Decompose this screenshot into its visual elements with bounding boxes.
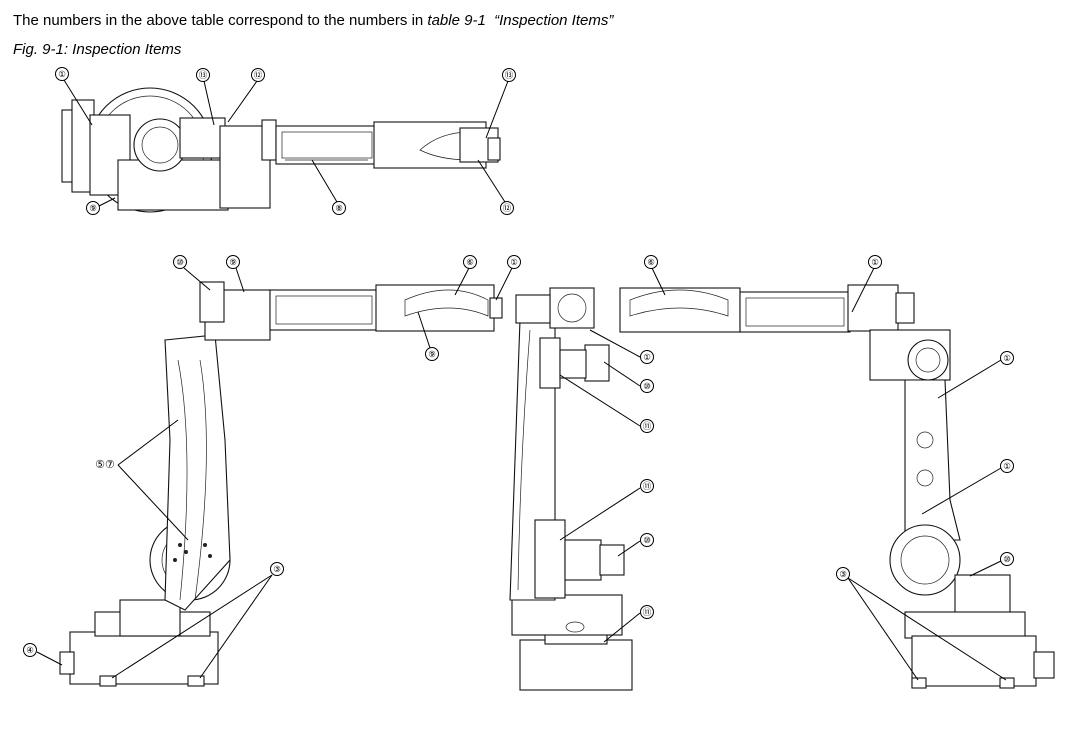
svg-text:⑨: ⑨ bbox=[428, 349, 436, 359]
callout-3-left: ③ bbox=[270, 562, 284, 576]
callout-1-front: ① bbox=[640, 350, 654, 364]
svg-text:④: ④ bbox=[26, 645, 34, 655]
svg-text:⑪: ⑪ bbox=[643, 421, 652, 431]
callout-12-top-right: ⑫ bbox=[500, 201, 514, 215]
svg-text:⑨: ⑨ bbox=[89, 203, 97, 213]
intro-sentence: The numbers in the above table correspon… bbox=[13, 12, 613, 29]
svg-text:⑤⑦: ⑤⑦ bbox=[95, 459, 115, 471]
svg-text:⑩: ⑩ bbox=[643, 535, 651, 545]
callout-3-right: ③ bbox=[836, 567, 850, 581]
table-reference: table 9-1 bbox=[427, 12, 486, 29]
callout-9-top: ⑨ bbox=[86, 201, 100, 215]
svg-text:⑬: ⑬ bbox=[505, 70, 514, 80]
leader-lines bbox=[36, 79, 1007, 681]
callout-1-right-middle: ① bbox=[1000, 351, 1014, 365]
callout-12-top-left: ⑫ bbox=[251, 68, 265, 82]
svg-text:①: ① bbox=[643, 352, 651, 362]
svg-text:①: ① bbox=[58, 69, 66, 79]
svg-text:⑩: ⑩ bbox=[176, 257, 184, 267]
svg-text:⑥: ⑥ bbox=[647, 257, 655, 267]
robot-side-view-left bbox=[59, 281, 503, 687]
callout-1-right-lower: ① bbox=[1000, 459, 1014, 473]
svg-text:⑩: ⑩ bbox=[643, 381, 651, 391]
callout-9-left-arm: ⑨ bbox=[425, 347, 439, 361]
callout-1-right-top: ① bbox=[868, 255, 882, 269]
svg-text:①: ① bbox=[1003, 353, 1011, 363]
callout-11-front-middle: ⑪ bbox=[640, 479, 654, 493]
svg-text:⑩: ⑩ bbox=[1003, 554, 1011, 564]
table-title: “Inspection Items” bbox=[494, 12, 614, 29]
robot-side-view-right bbox=[619, 284, 1055, 689]
callout-4-left: ④ bbox=[23, 643, 37, 657]
svg-text:⑪: ⑪ bbox=[643, 607, 652, 617]
callout-5-7-left: ⑤⑦ bbox=[93, 458, 117, 471]
svg-text:①: ① bbox=[1003, 461, 1011, 471]
svg-text:③: ③ bbox=[839, 569, 847, 579]
callout-10-front-bottom: ⑩ bbox=[640, 533, 654, 547]
callout-11-front-upper: ⑪ bbox=[640, 419, 654, 433]
svg-text:⑨: ⑨ bbox=[229, 257, 237, 267]
callout-13-top-left: ⑬ bbox=[196, 68, 210, 82]
callout-13-top-right: ⑬ bbox=[502, 68, 516, 82]
callout-6-left: ⑥ bbox=[463, 255, 477, 269]
figure-caption: Fig. 9-1: Inspection Items bbox=[13, 41, 182, 58]
callout-numbers: ① ⑬ ⑫ ⑬ ⑨ ⑧ ⑫ ⑩ ⑨ ⑥ ① ⑨ ⑤⑦ ③ ④ ① ⑩ ⑪ ⑪ ⑩… bbox=[23, 67, 1014, 657]
callout-1-left: ① bbox=[507, 255, 521, 269]
robot-front-view bbox=[509, 287, 633, 691]
svg-text:⑫: ⑫ bbox=[254, 70, 263, 80]
callout-10-left: ⑩ bbox=[173, 255, 187, 269]
intro-text: The numbers in the above table correspon… bbox=[13, 12, 428, 29]
svg-text:③: ③ bbox=[273, 564, 281, 574]
callout-8-top: ⑧ bbox=[332, 201, 346, 215]
svg-text:⑪: ⑪ bbox=[643, 481, 652, 491]
callout-11-front-bottom: ⑪ bbox=[640, 605, 654, 619]
robot-top-view bbox=[61, 87, 501, 213]
callout-10-front-top: ⑩ bbox=[640, 379, 654, 393]
callout-10-right: ⑩ bbox=[1000, 552, 1014, 566]
svg-text:⑫: ⑫ bbox=[503, 203, 512, 213]
svg-text:①: ① bbox=[871, 257, 879, 267]
svg-text:⑧: ⑧ bbox=[335, 203, 343, 213]
svg-text:①: ① bbox=[510, 257, 518, 267]
callout-6-right: ⑥ bbox=[644, 255, 658, 269]
callout-9-left-top: ⑨ bbox=[226, 255, 240, 269]
callout-1-top: ① bbox=[55, 67, 69, 81]
svg-text:⑬: ⑬ bbox=[199, 70, 208, 80]
svg-text:⑥: ⑥ bbox=[466, 257, 474, 267]
